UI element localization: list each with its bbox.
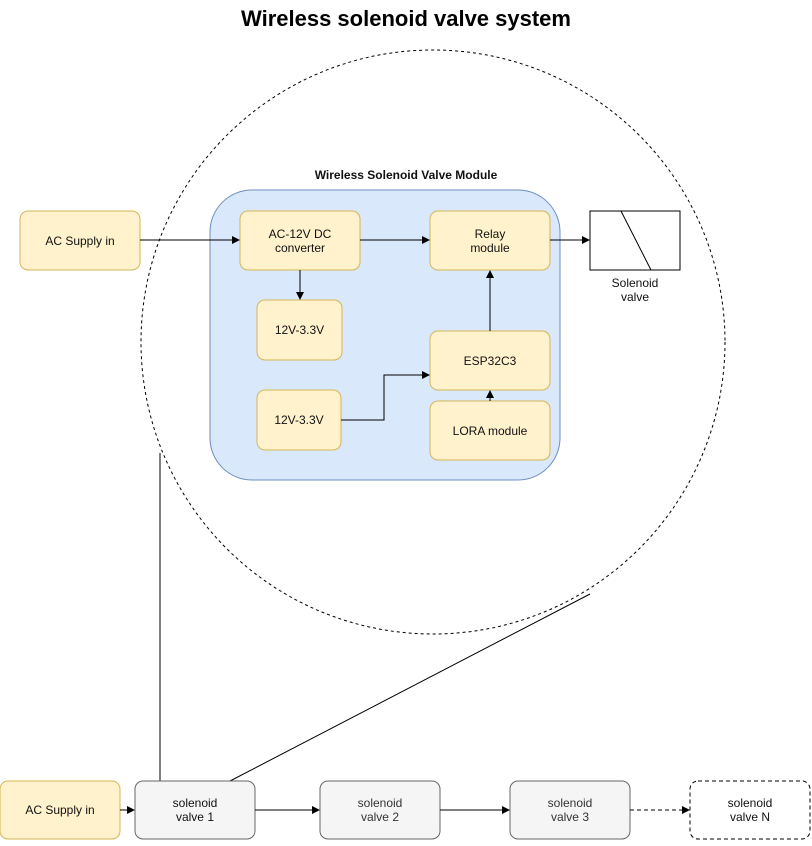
esp-label: ESP32C3	[463, 353, 517, 368]
regulator-a-label: 12V-3.3V	[274, 323, 325, 337]
solenoid-symbol	[589, 210, 681, 271]
converter-label: AC-12V DC converter	[268, 226, 332, 255]
chain-valveN-box	[689, 780, 811, 840]
module-title: Wireless Solenoid Valve Module	[314, 168, 498, 182]
zoom-line-right	[229, 593, 591, 782]
chain-valve3-label: solenoid valve 3	[547, 796, 593, 824]
chain-ac-supply-label: AC Supply in	[25, 803, 95, 817]
lora-label: LORA module	[452, 423, 528, 438]
diagram-title: Wireless solenoid valve system	[241, 6, 571, 31]
solenoid-symbol-diagonal	[620, 210, 652, 271]
chain-valve1-label: solenoid valve 1	[172, 796, 218, 824]
zoom-circle	[140, 49, 726, 635]
ac-supply-label: AC Supply in	[45, 233, 115, 248]
regulator-a-box	[256, 299, 343, 361]
chain-valve2-label: solenoid valve 2	[357, 796, 403, 824]
solenoid-label: Solenoid valve	[611, 276, 659, 304]
relay-label: Relay module	[470, 226, 510, 255]
arrow-regulator-to-esp	[341, 371, 430, 421]
chain-valveN-label: solenoid valve N	[727, 796, 773, 824]
regulator-b-label: 12V-3.3V	[274, 413, 324, 427]
